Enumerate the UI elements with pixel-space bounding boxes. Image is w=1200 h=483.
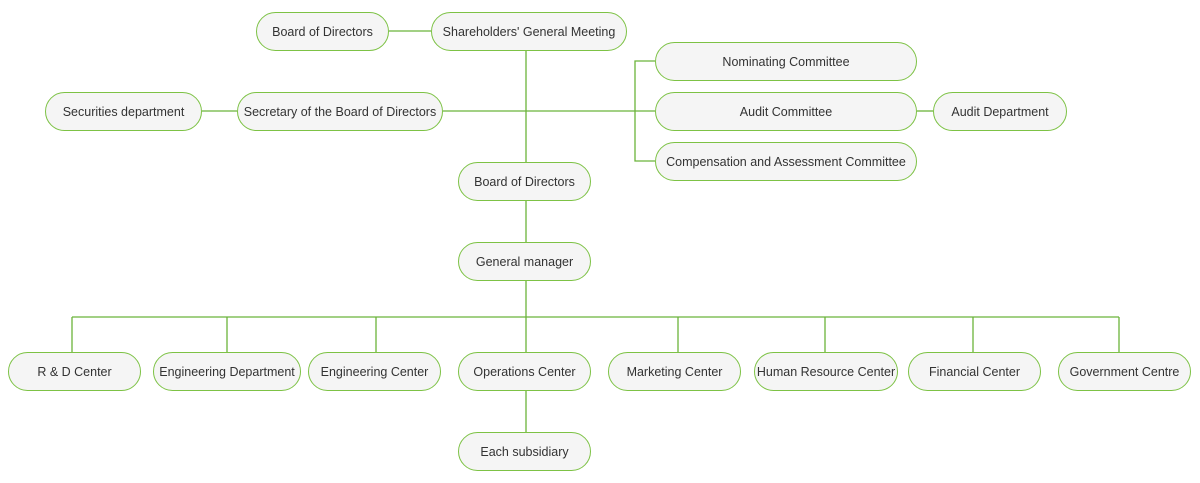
node-general-manager[interactable]: General manager (458, 242, 591, 281)
node-engineering-department[interactable]: Engineering Department (153, 352, 301, 391)
node-board-of-directors[interactable]: Board of Directors (458, 162, 591, 201)
node-secretary-of-board[interactable]: Secretary of the Board of Directors (237, 92, 443, 131)
node-operations-center[interactable]: Operations Center (458, 352, 591, 391)
node-board-of-directors-top[interactable]: Board of Directors (256, 12, 389, 51)
node-each-subsidiary[interactable]: Each subsidiary (458, 432, 591, 471)
node-audit-committee[interactable]: Audit Committee (655, 92, 917, 131)
node-shareholders-general-meeting[interactable]: Shareholders' General Meeting (431, 12, 627, 51)
node-audit-department[interactable]: Audit Department (933, 92, 1067, 131)
node-securities-department[interactable]: Securities department (45, 92, 202, 131)
node-rd-center[interactable]: R & D Center (8, 352, 141, 391)
node-government-centre[interactable]: Government Centre (1058, 352, 1191, 391)
node-nominating-committee[interactable]: Nominating Committee (655, 42, 917, 81)
node-engineering-center[interactable]: Engineering Center (308, 352, 441, 391)
node-human-resource-center[interactable]: Human Resource Center (754, 352, 898, 391)
node-compensation-committee[interactable]: Compensation and Assessment Committee (655, 142, 917, 181)
connector-committee-bracket (634, 60, 655, 162)
node-marketing-center[interactable]: Marketing Center (608, 352, 741, 391)
node-financial-center[interactable]: Financial Center (908, 352, 1041, 391)
